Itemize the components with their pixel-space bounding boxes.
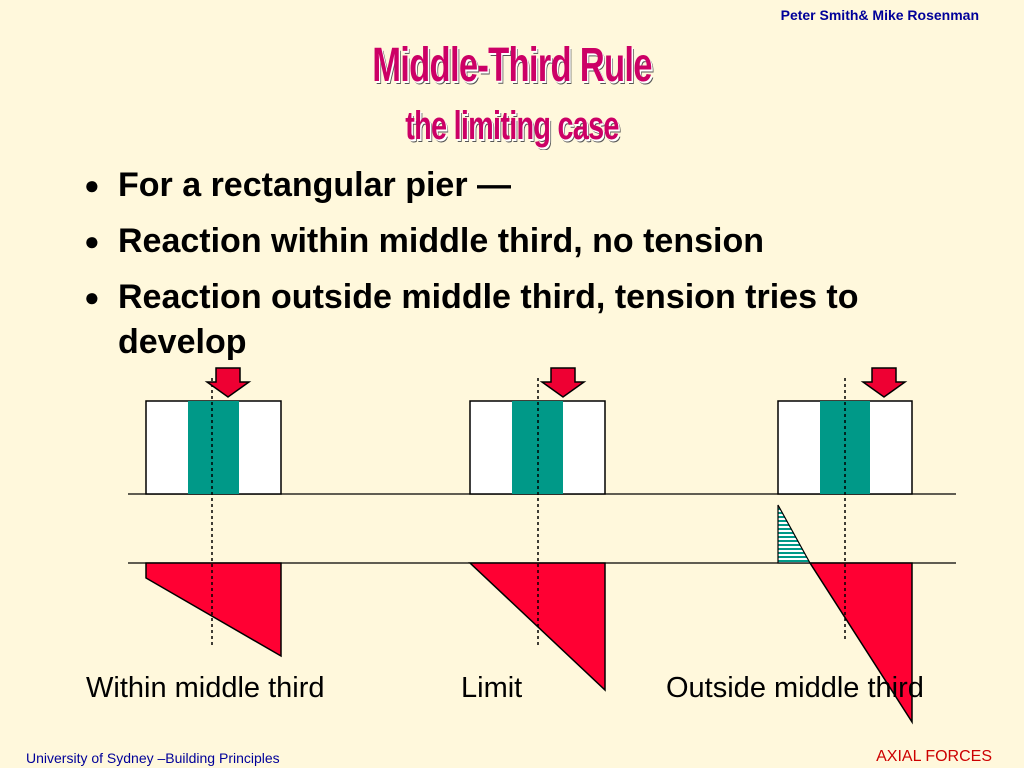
footer-institution: University of Sydney –Building Principle… — [26, 750, 280, 766]
bullet-text: For a rectangular pier — — [118, 166, 511, 204]
case-limit — [468, 367, 606, 692]
slide-title: Middle-Third Rule — [372, 39, 652, 92]
case-within-middle-third — [145, 367, 282, 658]
caption-outside-middle-third: Outside middle third — [666, 672, 924, 704]
bullet-dot-icon: ● — [84, 282, 100, 312]
bullet-text: Reaction within middle third, no tension — [118, 222, 764, 260]
stress-distribution — [808, 562, 913, 725]
bullet-item: ● For a rectangular pier — — [82, 163, 962, 208]
bullet-text: Reaction outside middle third, tension t… — [118, 278, 859, 361]
case-outside-middle-third — [777, 367, 913, 725]
bullet-dot-icon: ● — [84, 170, 100, 200]
middle-third-band — [188, 401, 239, 494]
tension-zone — [777, 504, 812, 564]
bullet-list: ● For a rectangular pier — ● Reaction with… — [82, 163, 962, 376]
footer-section: AXIAL FORCES — [876, 748, 992, 765]
load-arrow-icon — [860, 367, 908, 398]
slide-subtitle: the limiting case — [405, 104, 619, 148]
bullet-dot-icon: ● — [84, 226, 100, 256]
load-arrow-icon — [204, 367, 252, 398]
stress-distribution — [145, 562, 282, 658]
bullet-item: ● Reaction outside middle third, tension … — [82, 275, 962, 365]
caption-within-middle-third: Within middle third — [86, 672, 325, 704]
authors-credit: Peter Smith& Mike Rosenman — [780, 7, 979, 23]
load-arrow-icon — [539, 367, 587, 398]
caption-limit: Limit — [461, 672, 523, 704]
bullet-item: ● Reaction within middle third, no tensio… — [82, 219, 962, 264]
